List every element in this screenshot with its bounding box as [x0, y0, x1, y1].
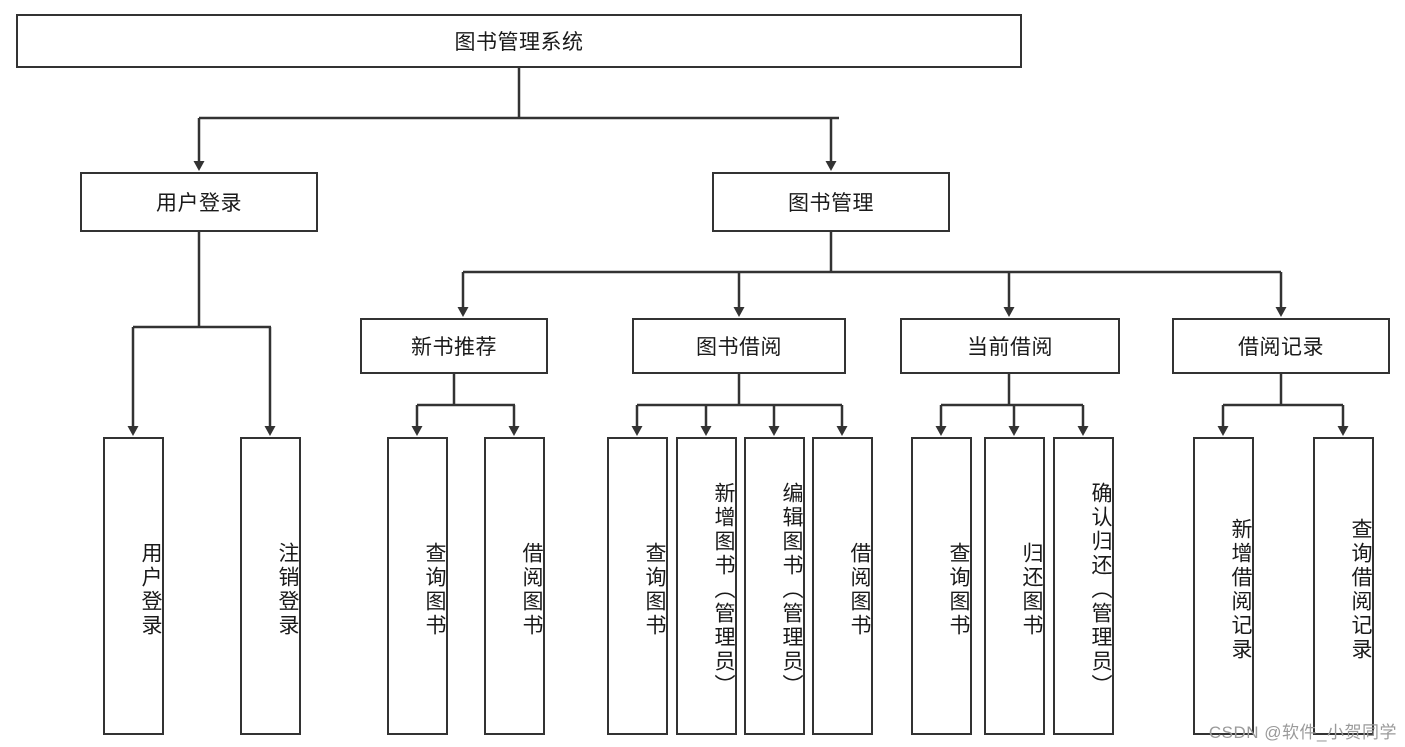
leaf-query-book-current-label: 查询图书 — [947, 542, 970, 638]
leaf-add-book-admin-label: 新增图书（管理员） — [712, 482, 735, 698]
leaf-add-borrow-record[interactable]: 新增借阅记录 — [1193, 437, 1254, 735]
leaf-add-book-admin[interactable]: 新增图书（管理员） — [676, 437, 737, 735]
node-user-login-label: 用户登录 — [156, 192, 242, 215]
csdn-watermark: CSDN @软件_小贺同学 — [1208, 723, 1397, 742]
node-user-login[interactable]: 用户登录 — [80, 172, 318, 232]
node-book-management-label: 图书管理 — [788, 192, 874, 215]
leaf-user-login-label: 用户登录 — [139, 542, 162, 638]
leaf-query-book-borrow-label: 查询图书 — [643, 542, 666, 638]
leaf-logout-label: 注销登录 — [276, 542, 299, 638]
leaf-query-book-newbook[interactable]: 查询图书 — [387, 437, 448, 735]
node-new-book-recommend-label: 新书推荐 — [411, 336, 497, 359]
node-book-borrow[interactable]: 图书借阅 — [632, 318, 846, 374]
leaf-query-book-current[interactable]: 查询图书 — [911, 437, 972, 735]
node-book-borrow-label: 图书借阅 — [696, 336, 782, 359]
node-current-borrow-label: 当前借阅 — [967, 336, 1053, 359]
leaf-edit-book-admin[interactable]: 编辑图书（管理员） — [744, 437, 805, 735]
leaf-borrow-book-label: 借阅图书 — [848, 542, 871, 638]
node-borrow-record[interactable]: 借阅记录 — [1172, 318, 1390, 374]
node-new-book-recommend[interactable]: 新书推荐 — [360, 318, 548, 374]
node-root-label: 图书管理系统 — [454, 31, 584, 54]
node-current-borrow[interactable]: 当前借阅 — [900, 318, 1120, 374]
leaf-borrow-book[interactable]: 借阅图书 — [812, 437, 873, 735]
node-borrow-record-label: 借阅记录 — [1238, 336, 1324, 359]
leaf-edit-book-admin-label: 编辑图书（管理员） — [780, 482, 803, 698]
leaf-query-book-borrow[interactable]: 查询图书 — [607, 437, 668, 735]
leaf-borrow-book-newbook-label: 借阅图书 — [520, 542, 543, 638]
leaf-query-book-newbook-label: 查询图书 — [423, 542, 446, 638]
leaf-confirm-return-admin[interactable]: 确认归还（管理员） — [1053, 437, 1114, 735]
leaf-add-borrow-record-label: 新增借阅记录 — [1229, 518, 1252, 662]
leaf-user-login[interactable]: 用户登录 — [103, 437, 164, 735]
node-root[interactable]: 图书管理系统 — [16, 14, 1022, 68]
leaf-query-borrow-record-label: 查询借阅记录 — [1349, 518, 1372, 662]
leaf-logout[interactable]: 注销登录 — [240, 437, 301, 735]
leaf-return-book[interactable]: 归还图书 — [984, 437, 1045, 735]
leaf-borrow-book-newbook[interactable]: 借阅图书 — [484, 437, 545, 735]
node-book-management[interactable]: 图书管理 — [712, 172, 950, 232]
leaf-query-borrow-record[interactable]: 查询借阅记录 — [1313, 437, 1374, 735]
leaf-return-book-label: 归还图书 — [1020, 542, 1043, 638]
leaf-confirm-return-admin-label: 确认归还（管理员） — [1089, 482, 1112, 698]
